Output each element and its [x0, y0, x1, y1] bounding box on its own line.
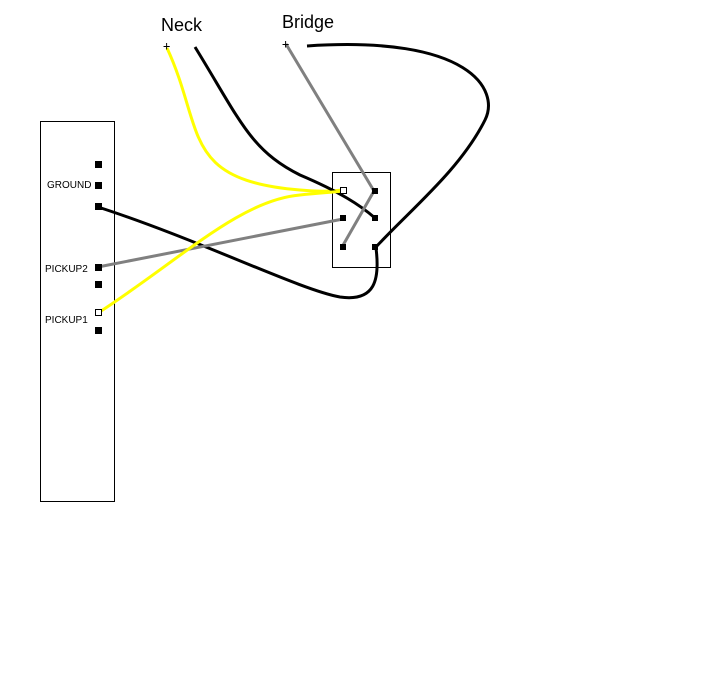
- bridge-hot-wire: [284, 43, 376, 248]
- terminal-pickup1: [95, 309, 102, 316]
- neck-plus-marker: +: [163, 39, 170, 53]
- switch-terminal-bottom-left: [340, 244, 346, 250]
- bridge-label: Bridge: [282, 12, 334, 32]
- ground-label: GROUND: [47, 180, 91, 191]
- terminal-ground: [95, 203, 102, 210]
- bridge-ground-wire: [306, 43, 490, 249]
- neck-label: Neck: [161, 15, 203, 35]
- switch-terminal-bottom-right: [372, 244, 378, 250]
- switch-terminal-top-right: [372, 188, 378, 194]
- terminal-2: [95, 182, 102, 189]
- bridge-plus-marker: +: [282, 37, 289, 51]
- pickup2-label: PICKUP2: [45, 264, 88, 275]
- switch-terminal-top-left: [340, 187, 347, 194]
- pickup1-wire: [97, 189, 344, 315]
- pickup1-label: PICKUP1: [45, 315, 88, 326]
- pickup2-wire: [97, 217, 344, 269]
- switch-terminal-mid-left: [340, 215, 346, 221]
- terminal-pickup2: [95, 264, 102, 271]
- switch-terminal-mid-right: [372, 215, 378, 221]
- terminal-5: [95, 327, 102, 334]
- terminal-4: [95, 281, 102, 288]
- terminal-block: [40, 121, 115, 502]
- neck-ground-wire: [193, 46, 376, 220]
- neck-hot-wire: [165, 47, 344, 193]
- ground-wire: [97, 205, 379, 300]
- terminal-1: [95, 161, 102, 168]
